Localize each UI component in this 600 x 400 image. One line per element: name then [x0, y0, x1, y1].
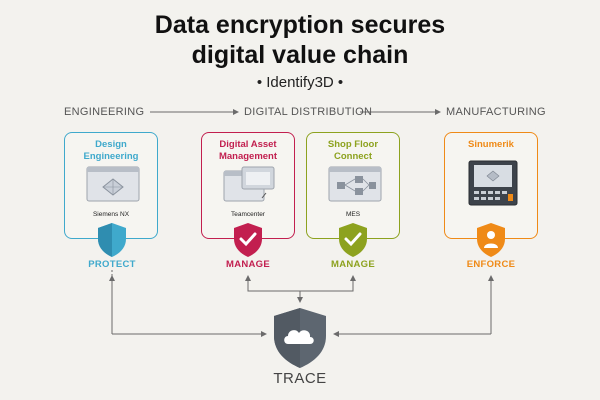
enforce-label: ENFORCE	[466, 259, 516, 270]
manage-bracket	[247, 276, 354, 292]
protect-label: PROTECT	[88, 259, 136, 270]
card-software: MES	[345, 211, 361, 218]
data-management-icon	[223, 166, 275, 202]
protect-shield-icon	[98, 223, 126, 257]
cad-window-icon	[86, 166, 140, 202]
manage-label: MANAGE	[225, 259, 271, 270]
cnc-controller-icon	[468, 160, 518, 206]
card-software: Teamcenter	[231, 211, 265, 218]
manage-label: MANAGE	[330, 259, 376, 270]
card-software: Siemens NX	[92, 211, 130, 218]
title-line-1: Data encryption secures	[154, 11, 446, 39]
title-line-2: digital value chain	[191, 41, 409, 69]
trace-cloud-shield-icon	[274, 308, 326, 368]
trace-label: TRACE	[273, 370, 327, 387]
stage-manufacturing: MANUFACTURING	[446, 106, 546, 118]
card-sinumerik: Sinumerik	[444, 132, 538, 239]
manage-check-shield-icon	[234, 223, 262, 257]
manage-check-shield-icon	[339, 223, 367, 257]
card-title: Sinumerik	[468, 139, 514, 150]
subtitle: • Identify3D •	[256, 74, 344, 91]
stage-engineering: ENGINEERING	[64, 106, 145, 118]
workflow-window-icon	[328, 166, 382, 202]
stage-digital-distribution: DIGITAL DISTRIBUTION	[244, 106, 373, 118]
enforce-user-shield-icon	[477, 223, 505, 257]
page-title: Data encryption secures digital value ch…	[0, 10, 600, 70]
